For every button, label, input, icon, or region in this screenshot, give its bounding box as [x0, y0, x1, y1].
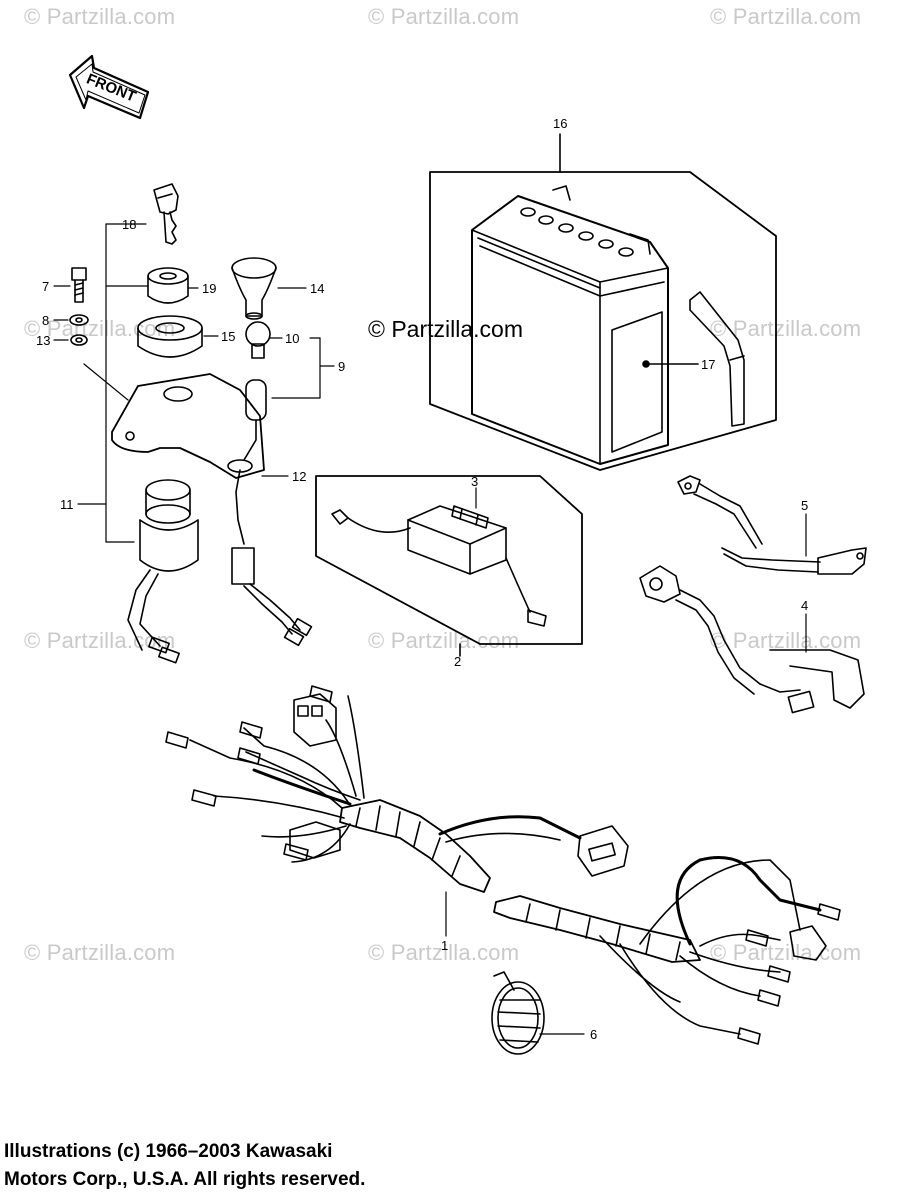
fuse	[451, 487, 489, 529]
fuse-holder-outline	[315, 475, 583, 657]
watermark: © Partzilla.com	[24, 4, 176, 29]
mounting-bracket	[111, 373, 265, 479]
battery-group-outline	[429, 133, 777, 471]
key-icon	[153, 183, 179, 245]
fuse-holder	[331, 505, 547, 627]
leader-lines-left	[53, 223, 335, 543]
callout-12: 12	[292, 469, 306, 484]
starter-cable	[639, 565, 865, 714]
watermark: © Partzilla.com	[368, 628, 520, 653]
cable-clamp	[491, 971, 585, 1055]
copyright-line-2: Motors Corp., U.S.A. All rights reserved…	[4, 1169, 366, 1190]
callout-17: 17	[701, 357, 715, 372]
rubber-grommet	[137, 315, 203, 358]
breather-hose	[689, 291, 745, 427]
ignition-switch	[127, 479, 199, 664]
callout-3: 3	[471, 474, 478, 489]
watermark: © Partzilla.com	[710, 4, 862, 29]
callout-5: 5	[801, 498, 808, 513]
washer	[69, 314, 89, 326]
callout-7: 7	[42, 279, 49, 294]
callout-14: 14	[310, 281, 324, 296]
callout-15: 15	[221, 329, 235, 344]
lamp-socket	[231, 379, 313, 647]
callout-16: 16	[553, 116, 567, 131]
callout-6: 6	[590, 1027, 597, 1042]
callout-18: 18	[122, 217, 136, 232]
callout-13: 13	[36, 333, 50, 348]
watermark: © Partzilla.com	[24, 628, 176, 653]
watermark: © Partzilla.com	[368, 940, 520, 965]
callout-4: 4	[801, 598, 808, 613]
watermark: © Partzilla.com	[710, 628, 862, 653]
washer	[70, 334, 88, 346]
callout-8: 8	[42, 313, 49, 328]
copyright-notice: Illustrations (c) 1966–2003 Kawasaki Mot…	[4, 1138, 365, 1194]
front-arrow-icon	[68, 54, 150, 120]
grommet	[147, 267, 189, 304]
copyright-line-1: Illustrations (c) 1966–2003 Kawasaki	[4, 1141, 333, 1162]
callout-19: 19	[202, 281, 216, 296]
callout-9: 9	[338, 359, 345, 374]
watermark: © Partzilla.com	[24, 940, 176, 965]
bolt	[71, 267, 87, 303]
callout-11: 11	[60, 497, 74, 512]
watermark-center: © Partzilla.com	[368, 316, 523, 342]
socket-cover	[231, 257, 277, 320]
callout-2: 2	[454, 654, 461, 669]
wiring-harness	[165, 685, 841, 1045]
callout-10: 10	[285, 331, 299, 346]
battery	[471, 185, 699, 465]
watermark: © Partzilla.com	[710, 940, 862, 965]
battery-cable	[677, 475, 867, 575]
bulb	[245, 321, 271, 359]
callout-1: 1	[441, 938, 448, 953]
watermark: © Partzilla.com	[368, 4, 520, 29]
